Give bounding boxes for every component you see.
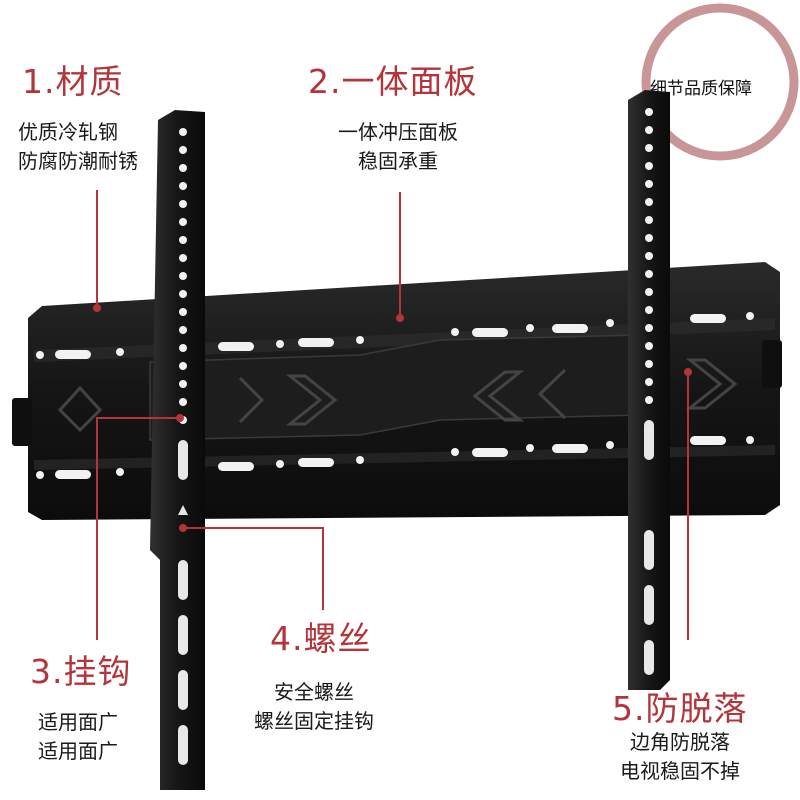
desc-line: 适用面广: [38, 710, 118, 734]
callout-hook-title: 3.挂钩: [30, 652, 132, 691]
callout-panel-desc: 一体冲压面板 稳固承重: [338, 118, 458, 176]
desc-line: 电视稳固不掉: [620, 759, 740, 783]
callout-screw-desc: 安全螺丝 螺丝固定挂钩: [254, 678, 374, 736]
desc-line: 一体冲压面板: [338, 120, 458, 144]
right-hanger-arm: [628, 90, 670, 690]
left-hanger-arm: [150, 110, 205, 790]
desc-line: 优质冷轧钢: [18, 120, 118, 144]
desc-line: 边角防脱落: [630, 730, 730, 754]
desc-line: 适用面广: [38, 739, 118, 763]
callout-material-desc: 优质冷轧钢 防腐防潮耐锈: [18, 118, 138, 176]
callout-anti-fall-desc: 边角防脱落 电视稳固不掉: [620, 728, 740, 786]
desc-line: 螺丝固定挂钩: [254, 709, 374, 733]
callout-screw-title: 4.螺丝: [270, 619, 372, 658]
callout-anti-fall-title: 5.防脱落: [612, 689, 748, 728]
seal-icon: [641, 3, 799, 161]
wall-plate: [12, 262, 782, 520]
callout-leader-lines: [93, 190, 692, 640]
desc-line: 稳固承重: [358, 149, 438, 173]
desc-line: 防腐防潮耐锈: [18, 149, 138, 173]
callout-hook-desc: 适用面广 适用面广: [38, 708, 118, 766]
callout-material-title: 1.材质: [22, 62, 124, 101]
desc-line: 安全螺丝: [274, 680, 354, 704]
quality-seal-text: 细节品质保障: [650, 79, 752, 99]
callout-panel-title: 2.一体面板: [308, 62, 478, 101]
